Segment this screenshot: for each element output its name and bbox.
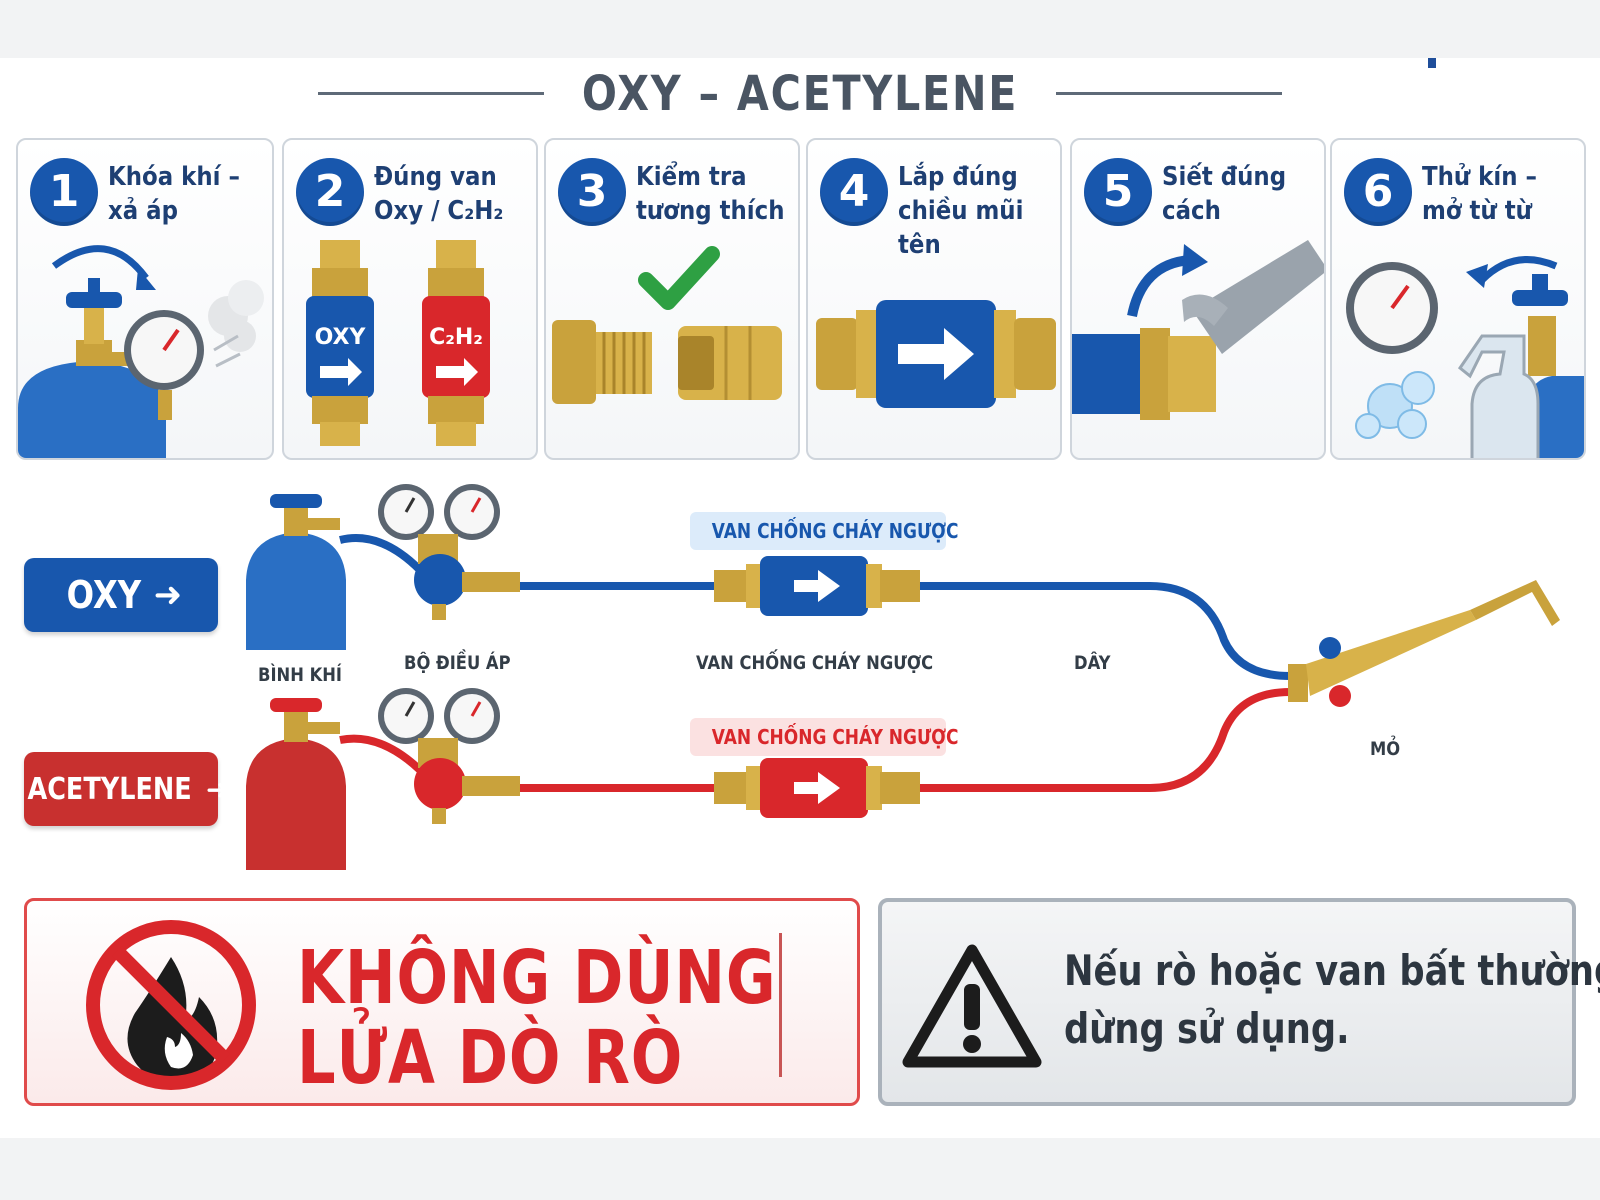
stop-use-warning: Nếu rò hoặc van bất thường: dừng sử dụng… (878, 898, 1600, 1106)
acetylene-regulator (378, 688, 520, 824)
caption-flashback: VAN CHỐNG CHÁY NGƯỢC (696, 652, 934, 674)
acetylene-hose (520, 688, 1291, 792)
stop-use-line-1: Nếu rò hoặc van bất thường: (1064, 946, 1600, 995)
oxy-row-label: OXY (66, 573, 142, 617)
no-fire-line-2: LỬA DÒ RÒ (297, 1015, 684, 1101)
step-3-number: 3 (558, 158, 626, 226)
caption-regulator: BỘ ĐIỀU ÁP (404, 652, 511, 674)
valve-gauge-icon (18, 245, 264, 458)
valve-pair-icon: OXY C₂H₂ (306, 240, 490, 446)
step-1-panel: 1 Khóa khí – xả áp (16, 138, 274, 460)
step-4-number: 4 (820, 158, 888, 226)
page-title: OXY – ACETYLENE (581, 66, 1019, 122)
leak-test-icon (1346, 256, 1584, 458)
corner-mark (1428, 58, 1436, 68)
step-2-panel: OXY C₂H₂ 2 Đúng van Oxy / C₂H₂ (282, 138, 538, 460)
step-2-number: 2 (296, 158, 364, 226)
step-3-label: Kiểm tra tương thích (636, 162, 785, 226)
torch (1288, 580, 1560, 707)
acetylene-cylinder (246, 698, 346, 870)
title-rule-right (1056, 92, 1282, 95)
step-6-panel: 6 Thử kín – mở từ từ (1330, 138, 1586, 460)
acetylene-row-tag: ACETYLENE ➜ (24, 752, 229, 826)
acetylene-flashback-badge: VAN CHỐNG CHÁY NGƯỢC (690, 718, 959, 756)
oxy-row-tag: OXY ➜ (24, 558, 218, 632)
arrow-right-icon: ➜ (153, 575, 183, 615)
acetylene-flashback-arrestor (714, 758, 920, 818)
gas-flow-diagram (246, 484, 1560, 870)
wrench-icon (1072, 240, 1324, 420)
step-1-label: Khóa khí – xả áp (108, 162, 240, 226)
oxy-cylinder-hose (339, 534, 423, 573)
header: OXY – ACETYLENE (0, 62, 1600, 126)
oxy-hose (520, 582, 1291, 680)
step-1-number: 1 (30, 158, 98, 226)
step-5-number: 5 (1084, 158, 1152, 226)
step-6-number: 6 (1344, 158, 1412, 226)
oxy-regulator (378, 484, 520, 620)
oxy-flashback-badge: VAN CHỐNG CHÁY NGƯỢC (690, 512, 959, 550)
oxy-flashback-arrestor (714, 556, 920, 616)
step-6-label: Thử kín – mở từ từ (1422, 162, 1537, 226)
fittings-check-icon (552, 246, 782, 404)
step-3-panel: 3 Kiểm tra tương thích (544, 138, 800, 460)
no-fire-icon (86, 920, 256, 1090)
step-4-label: Lắp đúng chiều mũi tên (898, 162, 1024, 260)
step-5-label: Siết đúng cách (1162, 162, 1287, 226)
no-fire-warning: KHÔNG DÙNG LỬA DÒ RÒ (24, 898, 860, 1106)
no-fire-line-1: KHÔNG DÙNG (297, 935, 777, 1021)
caption-torch: MỎ (1370, 738, 1401, 760)
acetylene-cylinder-hose (339, 734, 423, 773)
warning-triangle-icon (902, 944, 1042, 1068)
oxy-cylinder (246, 494, 346, 650)
step-2-label: Đúng van Oxy / C₂H₂ (374, 162, 504, 226)
title-rule-left (318, 92, 544, 95)
step-5-panel: 5 Siết đúng cách (1070, 138, 1326, 460)
oxy-valve-tag: OXY (315, 325, 367, 350)
acetylene-row-label: ACETYLENE (27, 771, 192, 807)
step-4-panel: 4 Lắp đúng chiều mũi tên (806, 138, 1062, 460)
acetylene-valve-tag: C₂H₂ (429, 325, 483, 350)
stop-use-line-2: dừng sử dụng. (1064, 1004, 1350, 1053)
caption-hose: DÂY (1074, 652, 1111, 674)
warning-divider (779, 933, 782, 1077)
caption-cylinder: BÌNH KHÍ (258, 664, 342, 686)
arrow-valve-icon (816, 300, 1056, 408)
arrow-right-icon: ➜ (205, 772, 230, 806)
